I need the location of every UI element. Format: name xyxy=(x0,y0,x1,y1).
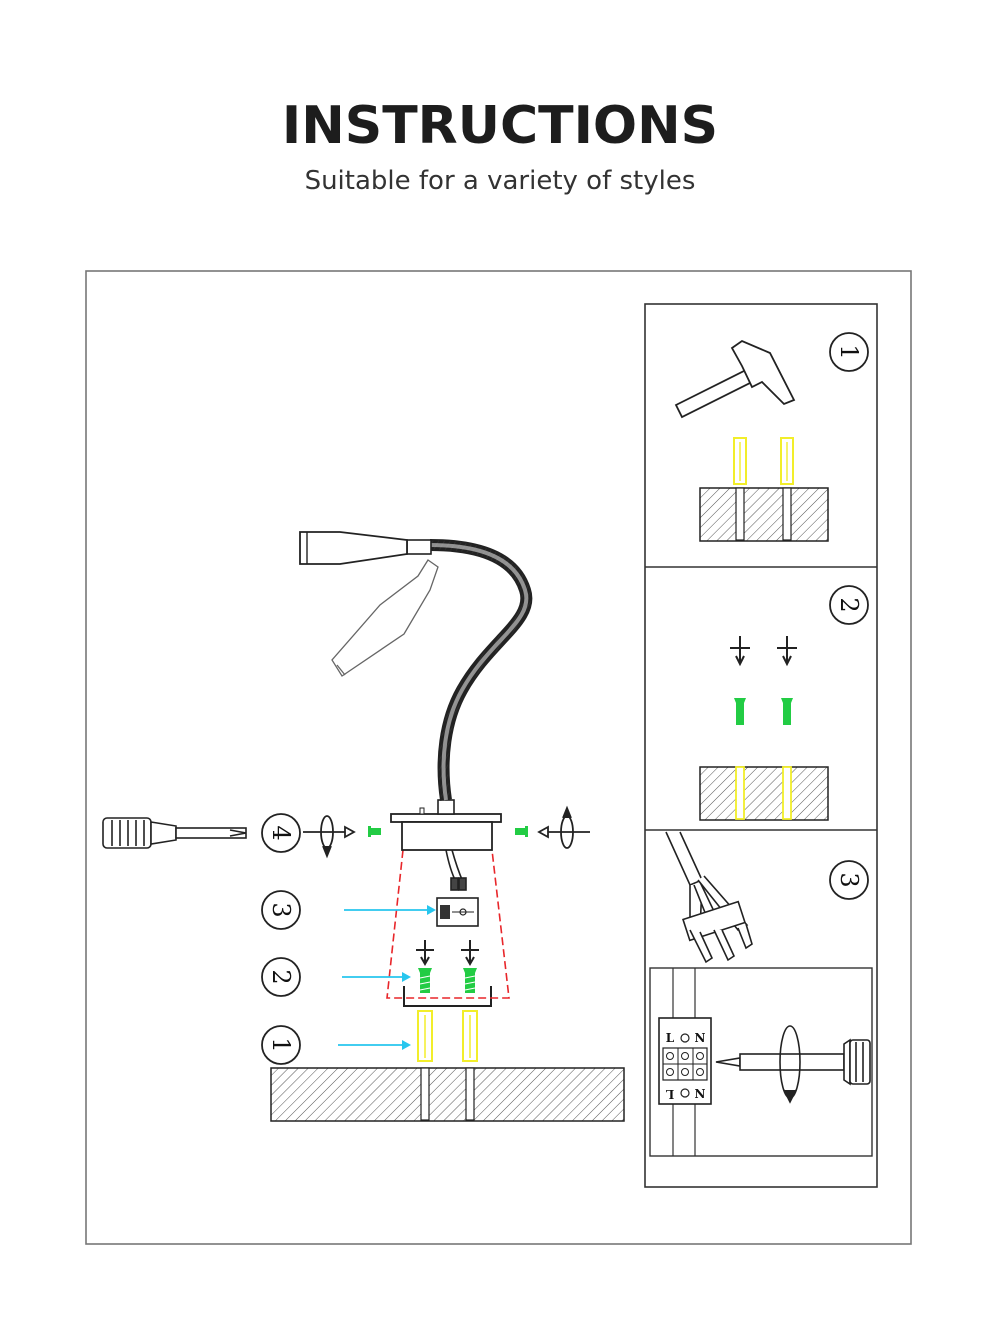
page-title: INSTRUCTIONS xyxy=(281,96,719,156)
svg-text:4: 4 xyxy=(267,825,295,840)
wire-bundle xyxy=(665,831,753,964)
panel-step-3: 3 L N L xyxy=(649,831,873,1157)
wall-anchor-right xyxy=(462,1010,478,1062)
step-2-badge: 2 xyxy=(261,957,301,997)
driver-tip-left xyxy=(416,940,434,967)
page-subtitle: Suitable for a variety of styles xyxy=(304,166,696,196)
hammer-icon xyxy=(674,339,796,419)
lamp-base xyxy=(390,799,502,851)
base-outline xyxy=(386,849,510,999)
main-assembly: 4 3 2 1 xyxy=(102,531,625,1122)
panel-3-badge: 3 xyxy=(829,860,869,900)
panel-step-1: 1 xyxy=(674,332,869,542)
screw-left xyxy=(418,968,432,993)
svg-text:3: 3 xyxy=(835,872,863,887)
side-screw-right xyxy=(515,826,528,837)
inset-screwdriver xyxy=(715,1025,871,1104)
mounting-bracket xyxy=(403,986,492,1007)
svg-text:2: 2 xyxy=(835,597,863,612)
wall-block xyxy=(270,1067,625,1122)
svg-text:N: N xyxy=(695,1031,706,1045)
terminal-block: L N L N xyxy=(658,1017,712,1105)
terminal-connector xyxy=(436,897,479,927)
panel-2-badge: 2 xyxy=(829,585,869,625)
side-screw-left xyxy=(368,826,381,837)
rotate-arrow-left xyxy=(303,815,356,859)
screw-right xyxy=(463,968,477,993)
svg-text:1: 1 xyxy=(267,1037,295,1052)
svg-text:2: 2 xyxy=(267,969,295,984)
wall-anchor-left xyxy=(417,1010,433,1062)
guide-arrows xyxy=(338,905,436,1050)
svg-text:N: N xyxy=(695,1087,706,1101)
svg-text:1: 1 xyxy=(835,344,863,359)
panel-step-2: 2 xyxy=(699,585,869,821)
step-1-badge: 1 xyxy=(261,1025,301,1065)
lamp-head-alternate xyxy=(331,559,439,677)
lamp-head xyxy=(299,531,432,565)
step-3-badge: 3 xyxy=(261,890,301,930)
driver-tip-right xyxy=(461,940,479,967)
svg-text:3: 3 xyxy=(267,902,295,917)
step-4-badge: 4 xyxy=(261,813,301,853)
rotate-arrow-right xyxy=(537,805,590,849)
side-panel: 1 2 xyxy=(644,303,878,1188)
outer-frame xyxy=(85,270,912,1245)
svg-text:L: L xyxy=(665,1087,674,1101)
svg-text:L: L xyxy=(666,1031,675,1045)
screwdriver xyxy=(102,817,247,849)
panel-1-badge: 1 xyxy=(829,332,869,372)
wires xyxy=(445,849,467,891)
